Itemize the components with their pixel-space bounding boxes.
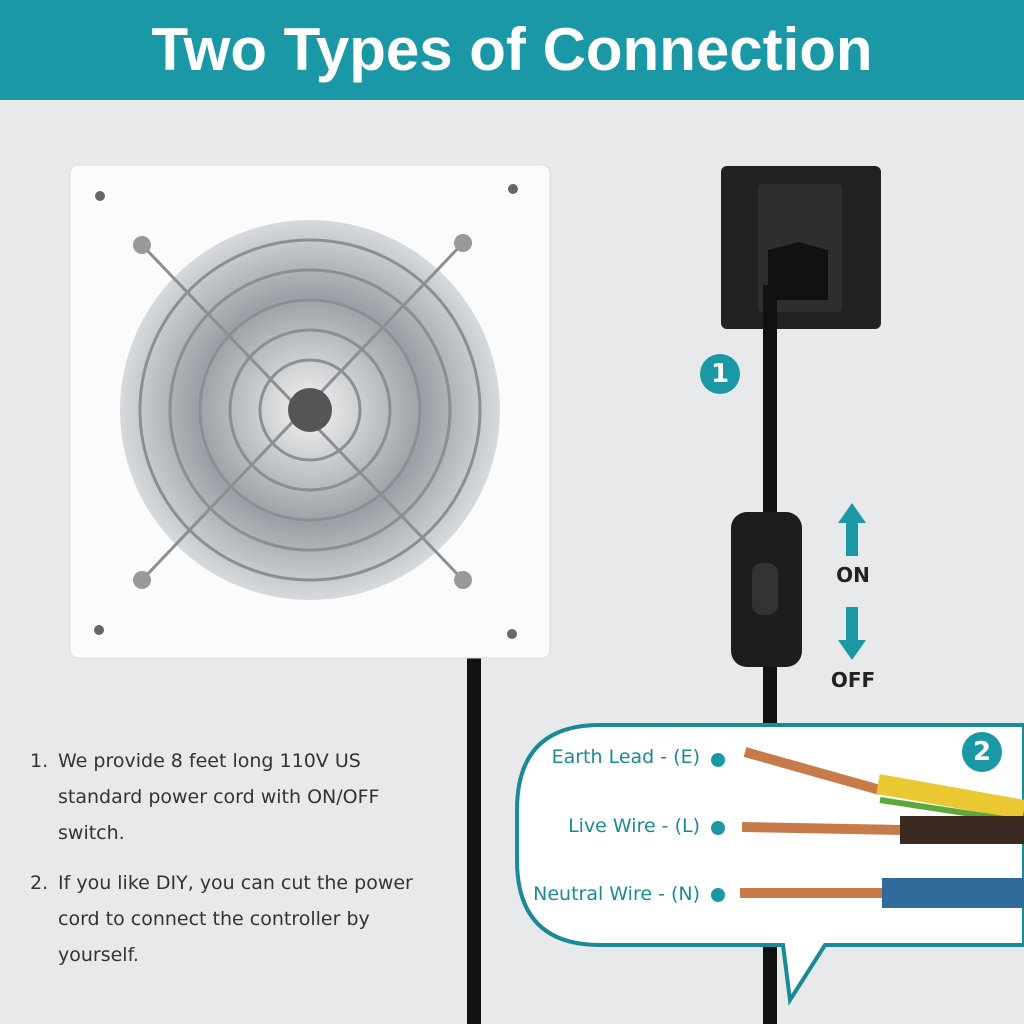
wire-label-neutral: Neutral Wire - (N) xyxy=(533,883,700,905)
arrow-up-icon xyxy=(838,503,866,556)
switch-off-label: OFF xyxy=(830,668,876,692)
step-text: If you like DIY, you can cut the power c… xyxy=(58,872,413,966)
step-badge-2: 2 xyxy=(962,732,1002,772)
step-number: 2. xyxy=(30,872,49,894)
arrow-down-icon xyxy=(838,607,866,660)
page-title: Two Types of Connection xyxy=(0,0,1024,100)
wire-label-live: Live Wire - (L) xyxy=(568,815,700,837)
wire-label-earth: Earth Lead - (E) xyxy=(551,746,700,768)
step-text: We provide 8 feet long 110V US standard … xyxy=(58,750,380,844)
step-1: 1. We provide 8 feet long 110V US standa… xyxy=(30,743,450,851)
product-scene xyxy=(0,100,1024,1024)
step-2: 2. If you like DIY, you can cut the powe… xyxy=(30,865,450,973)
exhaust-fan xyxy=(69,164,551,659)
switch-on-label: ON xyxy=(836,563,870,587)
step-badge-1: 1 xyxy=(700,354,740,394)
wall-socket xyxy=(721,166,881,329)
inline-switch xyxy=(731,512,802,667)
wires-photo xyxy=(711,747,1024,908)
fan-cord xyxy=(467,650,481,1024)
step-number: 1. xyxy=(30,750,49,772)
